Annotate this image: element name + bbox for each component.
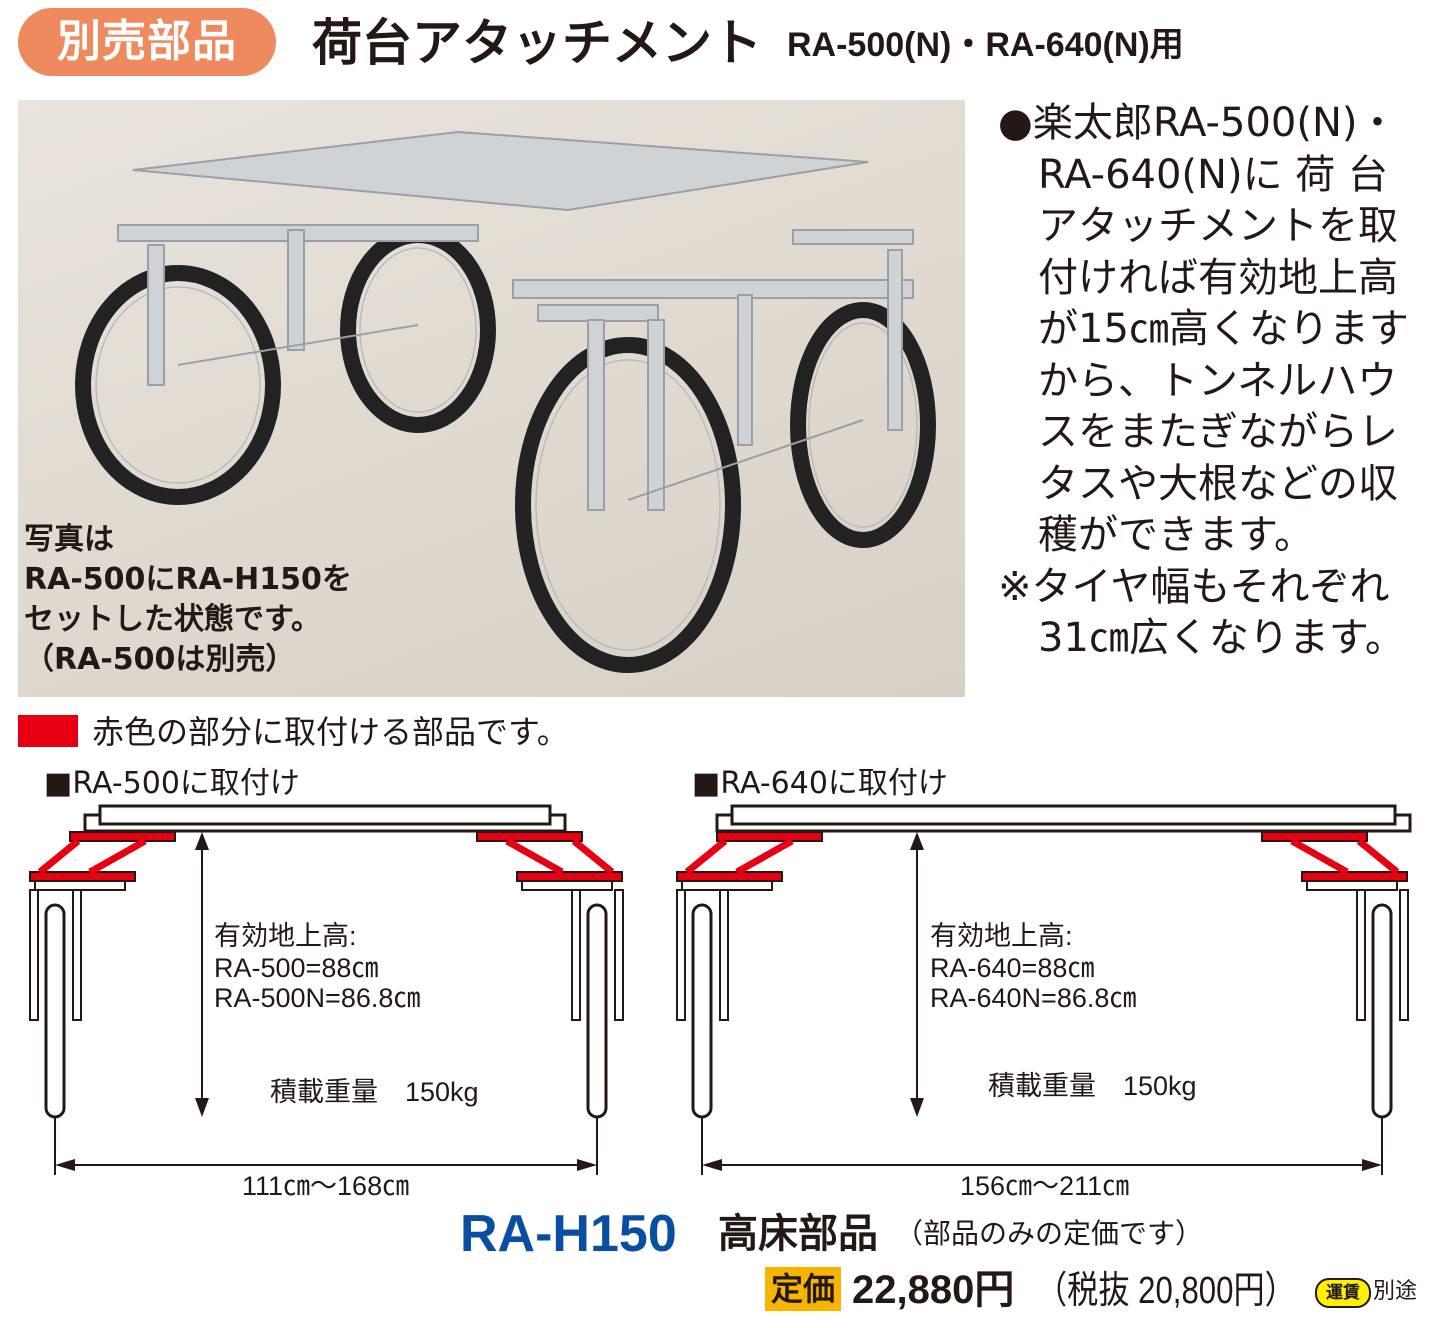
cart-leg [571, 889, 581, 1021]
price-label: 定価 [765, 1267, 841, 1311]
separate-sale-badge: 別売部品 [18, 8, 276, 76]
page-subtitle: RA-500(N)・RA-640(N)用 [787, 26, 1184, 64]
caption-line: セットした状態です。 [24, 602, 321, 637]
attachment-lower-bracket [1301, 871, 1408, 882]
freight-badge: 運賃 [1315, 1278, 1371, 1308]
cart-frame-bar [521, 880, 613, 891]
description-line: タスや大根などの収 [998, 460, 1398, 507]
arrow-head-right-icon [577, 1159, 597, 1171]
attachment-upper-bracket [69, 831, 176, 842]
description-line: ※タイヤ幅もそれぞれ [998, 563, 1390, 610]
legend-text: 赤色の部分に取付ける部品です。 [92, 713, 569, 751]
page-title: 荷台アタッチメント [312, 14, 762, 72]
photo-caption: 写真は RA-500にRA-H150を セットした状態です。 （RA-500は別… [24, 420, 352, 680]
attachment-upper-bracket [716, 831, 823, 842]
wheel [1371, 903, 1393, 1119]
load-capacity: 積載重量 150kg [270, 1077, 479, 1107]
arrow-head-up-icon [195, 832, 209, 850]
description-line: 付ければ有効地上高 [998, 254, 1398, 301]
cart-leg [29, 889, 39, 1021]
height-label: 有効地上高: [930, 921, 1073, 951]
price-excluding-tax: （税抜 20,800円） [1036, 1270, 1296, 1312]
cart-illustration [75, 130, 936, 673]
arrow-head-down-icon [195, 1098, 209, 1117]
height-value: RA-500N=86.8㎝ [214, 983, 421, 1013]
wheel [691, 903, 713, 1119]
arrow-head-right-icon [1362, 1159, 1382, 1171]
description-line: 31㎝広くなります。 [998, 615, 1405, 661]
model-note: （部品のみの定価です） [895, 1217, 1204, 1250]
description-line: アタッチメントを取 [998, 203, 1398, 249]
diagram-ra640-title: ■RA-640に取付け [692, 766, 948, 801]
cart-leg [72, 889, 82, 1021]
load-capacity: 積載重量 150kg [988, 1071, 1197, 1101]
freight-text: 別途 [1373, 1279, 1418, 1304]
platform-deck [98, 804, 552, 826]
attachment-upper-bracket [476, 831, 583, 842]
width-range: 111㎝〜168㎝ [242, 1171, 410, 1201]
product-description: ●楽太郎RA-500(N)・ RA-640(N)に 荷 台 アタッチメントを取 … [998, 98, 1409, 665]
height-value: RA-640=88㎝ [930, 953, 1095, 983]
cart-leg [1399, 889, 1409, 1021]
width-range: 156㎝〜211㎝ [960, 1171, 1130, 1201]
diagram-ra500-title: ■RA-500に取付け [44, 766, 300, 801]
attachment-strut [571, 838, 615, 875]
caption-line: RA-500にRA-H150を [24, 562, 352, 597]
attachment-strut [505, 837, 564, 876]
attachment-strut [1290, 837, 1349, 876]
arrow-head-up-icon [910, 832, 924, 850]
description-line: から、トンネルハウ [998, 357, 1398, 404]
arrow-head-left-icon [702, 1159, 722, 1171]
caption-line: （RA-500は別売） [24, 642, 296, 677]
description-line: スをまたぎながらレ [998, 409, 1398, 455]
height-value: RA-640N=86.8㎝ [930, 983, 1137, 1013]
arrow-head-down-icon [910, 1098, 924, 1117]
description-line: 穫ができます。 [998, 512, 1314, 558]
cart-leg [1356, 889, 1366, 1021]
price: 22,880円 [852, 1268, 1015, 1312]
platform-deck [730, 804, 1397, 826]
attachment-upper-bracket [1261, 831, 1368, 842]
description-line: が15㎝高くなります [998, 306, 1409, 352]
height-label: 有効地上高: [214, 921, 357, 951]
caption-line: 写真は [24, 522, 114, 557]
attachment-strut [88, 837, 147, 876]
attachment-strut [1356, 838, 1400, 875]
attachment-strut [684, 838, 728, 875]
attachment-strut [37, 838, 81, 875]
description-line: RA-640(N)に 荷 台 [998, 151, 1388, 198]
attachment-strut [735, 837, 794, 876]
cart-leg [676, 889, 686, 1021]
height-value: RA-500=88㎝ [214, 953, 379, 983]
cart-frame-bar [681, 880, 773, 891]
product-photo [18, 100, 965, 697]
model-name: 高床部品 [718, 1211, 878, 1257]
model-number: RA-H150 [460, 1205, 677, 1263]
cart-leg [719, 889, 729, 1021]
attachment-lower-bracket [676, 871, 783, 882]
description-line: ●楽太郎RA-500(N)・ [998, 100, 1398, 146]
cart-frame-bar [1306, 880, 1398, 891]
arrow-head-left-icon [55, 1159, 75, 1171]
red-legend-swatch [18, 715, 78, 747]
cart-leg [614, 889, 624, 1021]
